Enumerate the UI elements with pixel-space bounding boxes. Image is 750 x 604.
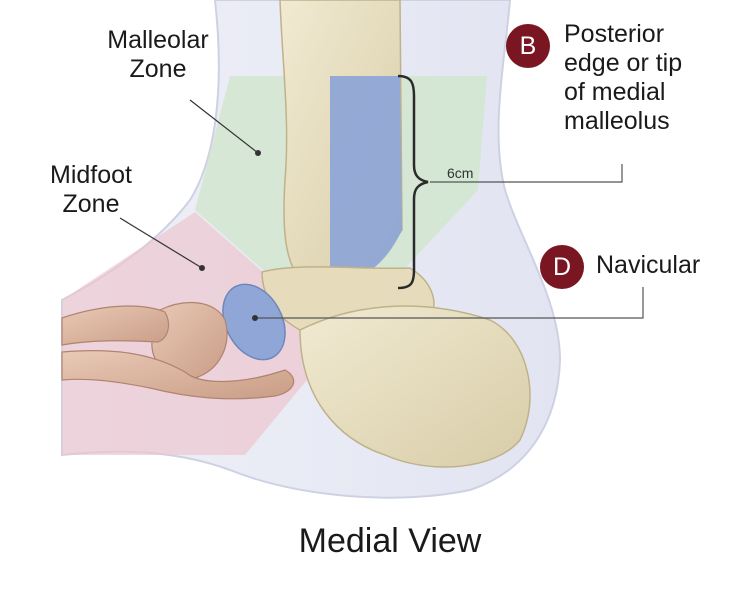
metatarsal-bone-lower [61,350,295,400]
measurement-leader-line [430,164,623,183]
navicular-leader-line [255,287,644,319]
medial-malleolus-highlight [330,76,402,285]
posterior-edge-label: Posterior edge or tip of medial malleolu… [564,20,744,136]
malleolar-zone-line-2: Zone [129,55,187,83]
badge-b: B [506,24,550,68]
navicular-leader-dot [252,315,258,321]
midfoot-zone-line-1: Midfoot [50,161,132,189]
posterior-edge-line-3: of medial [564,78,666,106]
posterior-edge-line-2: edge or tip [564,49,683,77]
midfoot-leader-dot [199,265,205,271]
midfoot-zone-label: Midfoot Zone [22,161,160,219]
posterior-edge-line-4: malleolus [564,107,670,135]
malleolar-zone-label: Malleolar Zone [78,26,238,84]
posterior-edge-line-1: Posterior [564,20,665,48]
navicular-bone [222,283,286,361]
measurement-bracket [397,74,429,290]
navicular-label: Navicular [596,251,701,279]
malleolar-leader-line [189,99,259,154]
malleolar-zone-line-1: Malleolar [107,26,209,54]
measurement-label: 6cm [447,165,474,181]
view-title: Medial View [298,522,482,560]
calcaneus-bone [299,305,531,468]
midfoot-zone-line-2: Zone [62,190,120,218]
midfoot-leader-line [119,217,203,269]
badge-d: D [540,245,584,289]
metatarsal-bone-upper [61,305,170,346]
malleolar-leader-dot [255,150,261,156]
